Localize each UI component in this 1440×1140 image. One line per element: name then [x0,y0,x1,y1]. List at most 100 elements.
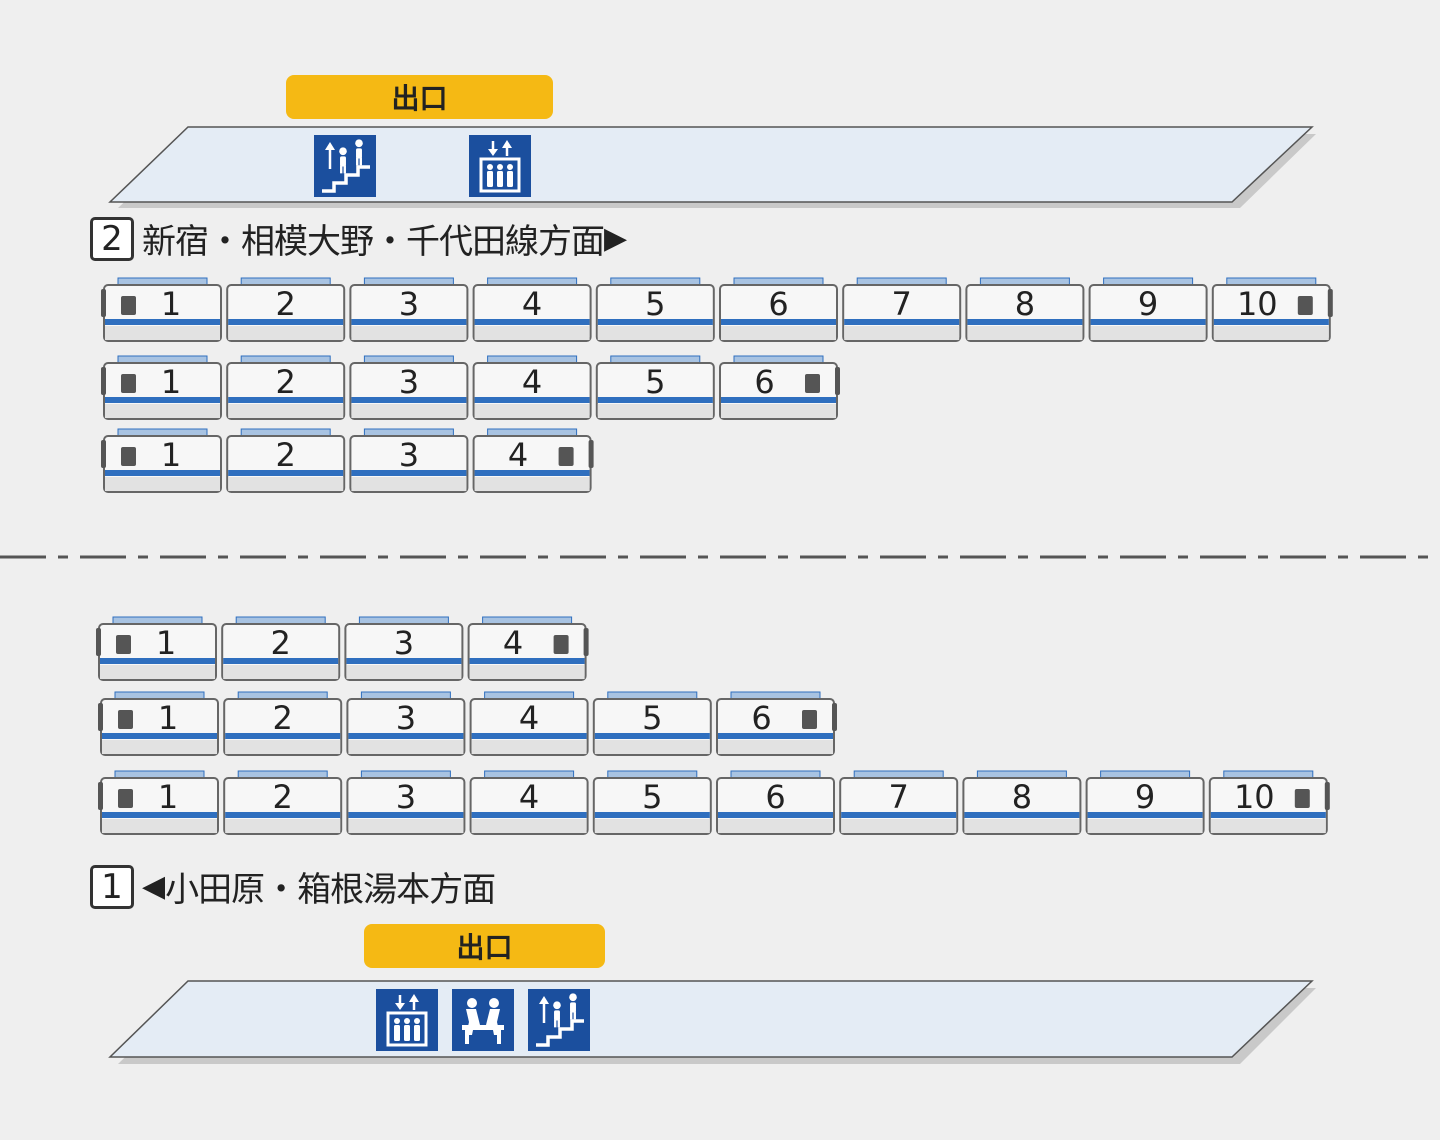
platform-lower [108,980,1316,1064]
track-1-destinations: 小田原・箱根湯本方面 [165,870,496,910]
train-car: 3 [346,691,466,756]
train-car: 1 [101,428,222,493]
train-car: 1 [98,691,219,756]
train-car: 5 [592,770,712,835]
car-number: 2 [273,778,293,816]
car-number: 5 [645,363,665,401]
car-number: 6 [765,778,785,816]
track-1-direction-label: 1 ◀ 小田原・箱根湯本方面 [90,862,496,911]
train-car: 7 [839,770,959,835]
formation-track1-6car: 1 2 3 4 5 6 [98,691,837,756]
car-number: 4 [519,699,539,737]
car-number: 4 [503,624,523,662]
train-car: 4 [472,277,592,342]
car-number: 4 [519,778,539,816]
exit-sign-lower: 出口 [364,924,605,968]
car-number: 8 [1015,285,1035,323]
car-number: 6 [768,285,788,323]
arrow-right-icon: ▶ [604,221,628,256]
train-car: 2 [223,691,343,756]
car-number: 7 [889,778,909,816]
train-car: 4 [472,355,592,420]
train-car: 5 [595,277,715,342]
car-number: 1 [161,285,181,323]
stairs-up-icon [528,989,590,1051]
car-number: 5 [642,699,662,737]
train-car: 1 [101,355,222,420]
elevator-icon [469,135,531,197]
car-number: 3 [399,363,419,401]
car-number: 7 [892,285,912,323]
formation-track2-6car: 1 2 3 4 5 6 [101,355,840,420]
train-car: 4 [472,428,594,493]
train-car: 6 [719,355,840,420]
train-car: 1 [101,277,222,342]
train-car: 6 [719,277,838,342]
platform-upper [108,126,1316,208]
train-car: 10 [1208,770,1330,835]
train-car: 2 [226,277,346,342]
car-number: 8 [1012,778,1032,816]
stairs-up-icon [314,135,376,197]
train-car: 6 [716,691,837,756]
train-car: 1 [98,770,219,835]
train-car: 9 [1085,770,1205,835]
train-car: 4 [467,616,589,681]
track-number-badge: 1 [90,864,134,909]
track-2-direction-label: 2 新宿・相模大野・千代田線方面 ▶ [90,214,627,263]
train-car: 5 [595,355,715,420]
car-number: 4 [522,363,542,401]
car-number: 4 [522,285,542,323]
train-car: 2 [226,355,346,420]
car-number: 9 [1138,285,1158,323]
track-2-destinations: 新宿・相模大野・千代田線方面 [142,222,605,262]
train-car: 3 [346,770,466,835]
formation-track2-4car: 1 2 3 4 [101,428,594,493]
formation-track1-4car: 1 2 3 4 [96,616,589,681]
car-number: 3 [399,285,419,323]
car-number: 2 [276,436,296,474]
train-car: 3 [344,616,464,681]
car-number: 1 [158,778,178,816]
car-number: 10 [1237,285,1278,323]
car-number: 1 [161,363,181,401]
car-number: 3 [394,624,414,662]
car-number: 3 [396,778,416,816]
train-car: 6 [716,770,835,835]
exit-sign-upper: 出口 [286,75,553,119]
car-number: 5 [645,285,665,323]
car-number: 2 [273,699,293,737]
arrow-left-icon: ◀ [142,869,166,904]
train-car: 1 [96,616,217,681]
train-car: 2 [223,770,343,835]
car-number: 4 [508,436,528,474]
train-car: 3 [349,277,469,342]
car-number: 2 [276,285,296,323]
car-number: 1 [156,624,176,662]
train-car: 3 [349,355,469,420]
formation-track2-10car: 1 2 3 4 5 6 7 8 9 10 [101,277,1333,342]
train-car: 5 [592,691,712,756]
train-car: 8 [962,770,1082,835]
car-number: 3 [396,699,416,737]
car-number: 2 [271,624,291,662]
train-car: 2 [226,428,346,493]
car-number: 1 [161,436,181,474]
car-number: 6 [751,699,771,737]
car-number: 6 [754,363,774,401]
train-car: 10 [1211,277,1333,342]
train-car: 8 [965,277,1085,342]
car-number: 3 [399,436,419,474]
train-car: 4 [469,691,589,756]
train-car: 2 [221,616,341,681]
track-number-badge: 2 [90,216,134,261]
car-number: 9 [1135,778,1155,816]
car-number: 1 [158,699,178,737]
car-number: 2 [276,363,296,401]
train-car: 9 [1088,277,1208,342]
car-number: 5 [642,778,662,816]
train-car: 7 [842,277,962,342]
formation-track1-10car: 1 2 3 4 5 6 7 8 9 10 [98,770,1330,835]
car-number: 10 [1234,778,1275,816]
